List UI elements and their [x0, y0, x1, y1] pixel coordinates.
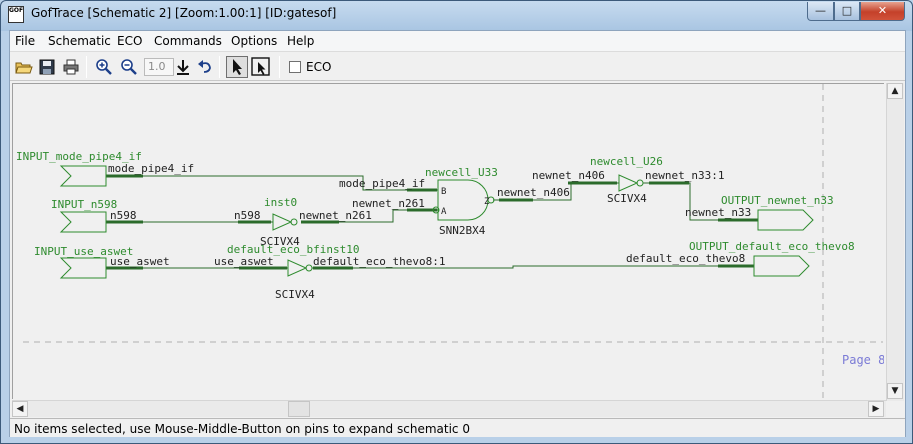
cell-name-bfinst10: SCIVX4	[275, 288, 315, 301]
net-label: use_aswet	[214, 255, 274, 268]
toolbar-separator	[219, 56, 220, 78]
output-port-label: OUTPUT_newnet_n33	[721, 194, 834, 207]
cell-name-u26: SCIVX4	[607, 192, 647, 205]
toolbar: 1.0 ECO	[10, 53, 905, 81]
pin-a-label: A	[441, 207, 447, 217]
net-label: newnet_n261	[299, 209, 372, 222]
net-label: n598	[110, 209, 137, 222]
net-label: mode_pipe4_if	[339, 177, 425, 190]
gates	[272, 174, 644, 277]
instance-name-bfinst10: default_eco_bfinst10	[227, 243, 359, 256]
toolbar-separator	[86, 56, 87, 78]
zoom-level-field[interactable]: 1.0	[144, 58, 174, 76]
instance-name-u33: newcell_U33	[425, 166, 498, 179]
open-folder-icon[interactable]	[15, 58, 33, 76]
eco-checkbox-label: ECO	[306, 60, 332, 74]
page-border	[23, 84, 883, 399]
input-port-label: INPUT_mode_pipe4_if	[16, 150, 142, 163]
eco-checkbox[interactable]	[289, 61, 301, 73]
net-label: newnet_n406	[497, 186, 570, 199]
pin-z-label: Z	[484, 197, 490, 207]
pin-b-label: B	[441, 187, 446, 197]
net-label: newnet_n261	[352, 197, 425, 210]
pin-letters: B A Z	[441, 187, 490, 217]
net-label: default_eco_thevo8:1	[313, 255, 445, 268]
undo-icon[interactable]	[196, 58, 214, 76]
menu-schematic[interactable]: Schematic	[48, 34, 111, 48]
output-port-newnet-n33[interactable]	[757, 209, 814, 231]
cell-name-inst0: SCIVX4	[260, 235, 300, 248]
fit-view-icon[interactable]	[251, 57, 271, 77]
pin-stubs	[106, 174, 758, 270]
input-port-label: INPUT_use_aswet	[34, 245, 133, 258]
status-text: No items selected, use Mouse-Middle-Butt…	[14, 422, 470, 436]
page-label: Page 8	[842, 353, 884, 367]
inverter-u26[interactable]	[618, 174, 644, 192]
save-icon[interactable]	[38, 58, 56, 76]
net-label: newnet_n33	[685, 206, 751, 219]
scroll-up-button[interactable]: ▲	[887, 83, 903, 99]
minimize-button[interactable]: —	[807, 2, 834, 21]
input-port-label: INPUT_n598	[51, 198, 117, 211]
scroll-thumb[interactable]	[288, 401, 310, 417]
net-label: newnet_n406	[532, 169, 605, 182]
output-port-default-eco-thevo8[interactable]	[753, 255, 810, 277]
client-area: File Schematic ECO Commands Options Help	[9, 30, 906, 437]
toolbar-separator	[279, 56, 280, 78]
zoom-out-icon[interactable]	[120, 58, 138, 76]
scroll-right-button[interactable]: ▶	[868, 401, 884, 417]
port-labels: INPUT_mode_pipe4_if INPUT_n598 INPUT_use…	[16, 150, 855, 258]
menu-options[interactable]: Options	[231, 34, 278, 48]
instance-name-u26: newcell_U26	[590, 155, 663, 168]
print-icon[interactable]	[62, 58, 80, 76]
inverter-inst0[interactable]	[272, 213, 298, 231]
title-bar: GOF GofTrace [Schematic 2] [Zoom:1.00:1]…	[1, 1, 912, 29]
inverter-bfinst10[interactable]	[287, 259, 313, 277]
window-title: GofTrace [Schematic 2] [Zoom:1.00:1] [ID…	[31, 6, 337, 20]
net-label: n598	[234, 209, 261, 222]
menu-bar: File Schematic ECO Commands Options Help	[10, 31, 905, 52]
net-label: use_aswet	[110, 255, 170, 268]
menu-help[interactable]: Help	[287, 34, 315, 48]
net-label: newnet_n33:1	[645, 169, 724, 182]
close-button[interactable]: ✕	[860, 2, 905, 21]
vertical-scrollbar[interactable]: ▲ ▼	[886, 83, 904, 401]
horizontal-scrollbar[interactable]: ◀ ▶	[12, 400, 886, 417]
zoom-in-icon[interactable]	[95, 58, 113, 76]
scroll-left-button[interactable]: ◀	[12, 401, 28, 417]
maximize-button[interactable]: □	[834, 2, 860, 21]
download-icon[interactable]	[174, 58, 192, 76]
cell-name-u33: SNN2BX4	[439, 224, 486, 237]
output-ports	[753, 209, 814, 277]
input-port-mode-pipe4-if[interactable]	[59, 165, 107, 187]
menu-file[interactable]: File	[15, 34, 36, 48]
input-port-n598[interactable]	[59, 211, 107, 233]
net-labels: mode_pipe4_if mode_pipe4_if n598 n598 ne…	[108, 162, 751, 268]
status-bar: No items selected, use Mouse-Middle-Butt…	[10, 418, 905, 437]
menu-commands[interactable]: Commands	[154, 34, 222, 48]
nand-gate-u33[interactable]	[432, 179, 495, 221]
select-arrow-button[interactable]	[226, 56, 248, 78]
instance-labels: newcell_U33 SNN2BX4 newcell_U26 SCIVX4 i…	[227, 155, 663, 301]
output-port-label: OUTPUT_default_eco_thevo8	[689, 240, 855, 253]
net-label: mode_pipe4_if	[108, 162, 194, 175]
input-port-use-aswet[interactable]	[59, 257, 107, 279]
menu-eco[interactable]: ECO	[117, 34, 143, 48]
net-label: default_eco_thevo8	[626, 252, 745, 265]
select-arrow-icon	[233, 59, 242, 75]
input-ports	[59, 165, 107, 279]
app-icon: GOF	[8, 6, 24, 23]
schematic-canvas[interactable]: Page 8	[12, 83, 884, 399]
schematic-drawing[interactable]: Page 8	[13, 84, 884, 399]
instance-name-inst0: inst0	[264, 196, 297, 209]
scroll-down-button[interactable]: ▼	[887, 383, 903, 399]
